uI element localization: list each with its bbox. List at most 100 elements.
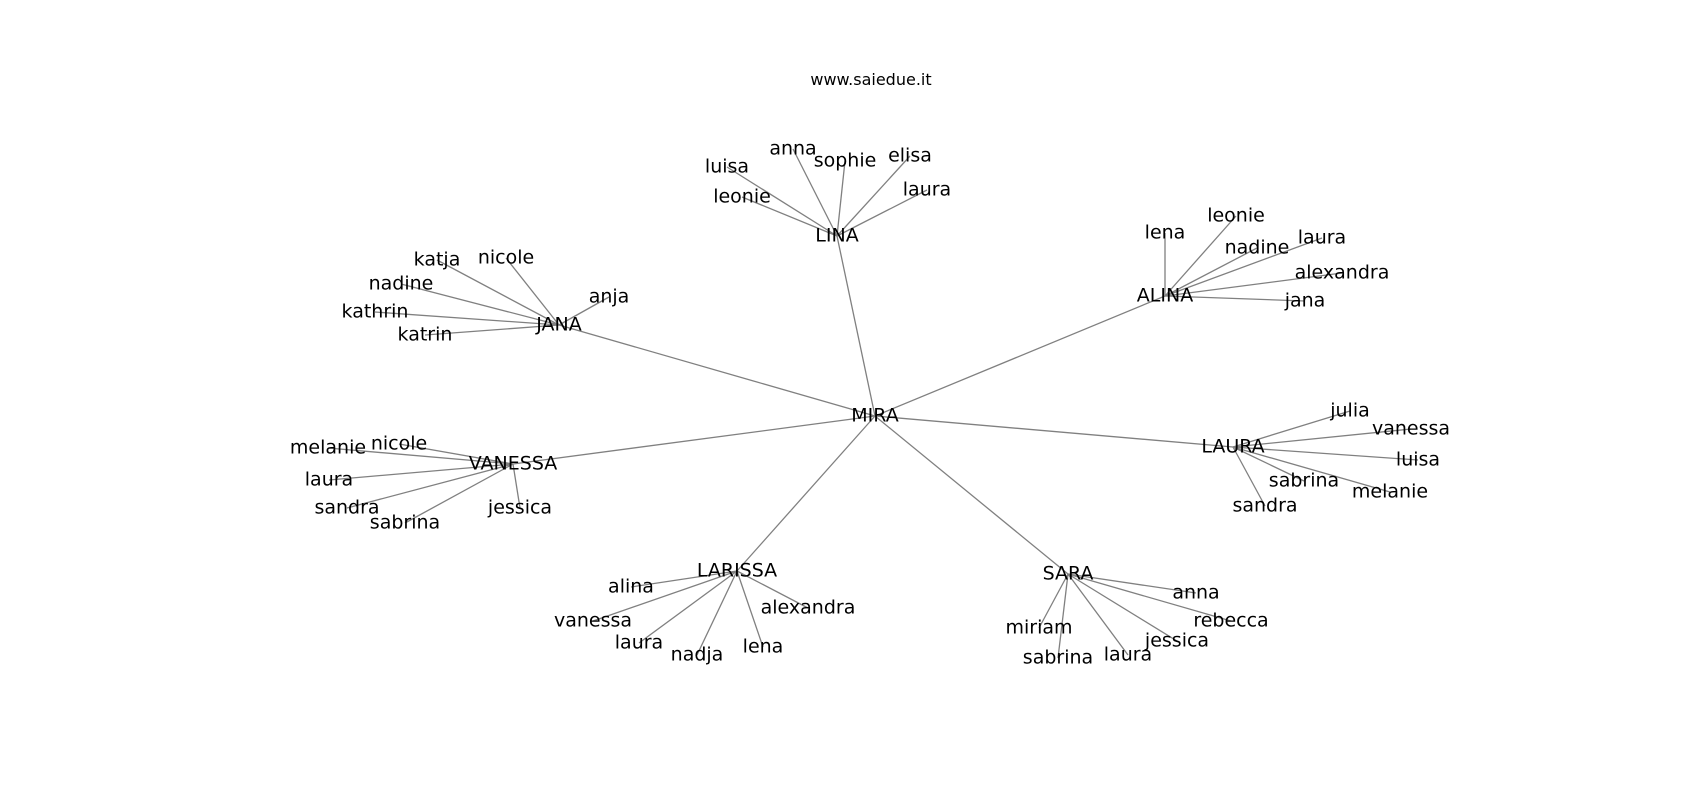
leaf-node-vanessa-sandra: sandra bbox=[314, 497, 379, 519]
edge-laura-luisa bbox=[1232, 446, 1419, 461]
leaf-node-laura-luisa: luisa bbox=[1396, 449, 1440, 471]
leaf-node-sara-jessica: jessica bbox=[1144, 630, 1209, 652]
edge-sara-miriam bbox=[1038, 573, 1069, 629]
leaf-node-vanessa-jessica: jessica bbox=[487, 497, 552, 519]
edge-alina-leonie bbox=[1164, 215, 1237, 297]
leaf-node-lina-leonie: leonie bbox=[713, 186, 771, 208]
leaf-node-lina-sophie: sophie bbox=[814, 150, 877, 172]
edge-sara-jessica bbox=[1067, 573, 1178, 642]
edge-lina-laura bbox=[836, 189, 928, 237]
edge-jana-anja bbox=[558, 296, 610, 326]
edge-laura-vanessa bbox=[1232, 428, 1412, 448]
leaf-node-alina-nadine: nadine bbox=[1225, 237, 1290, 259]
leaf-node-alina-alexandra: alexandra bbox=[1295, 262, 1390, 284]
edge-mira-jana bbox=[558, 324, 876, 417]
edge-jana-nicole bbox=[505, 257, 560, 326]
leaf-node-jana-katrin: katrin bbox=[398, 324, 453, 346]
leaf-node-laura-sandra: sandra bbox=[1232, 495, 1297, 517]
edge-larissa-lena bbox=[736, 570, 764, 648]
center-node-mira: MIRA bbox=[851, 405, 898, 427]
leaf-node-alina-laura: laura bbox=[1298, 227, 1346, 249]
edge-alina-laura bbox=[1164, 237, 1323, 297]
leaf-node-alina-lena: lena bbox=[1145, 222, 1186, 244]
edge-mira-laura bbox=[874, 415, 1234, 448]
leaf-node-laura-melanie: melanie bbox=[1352, 481, 1428, 503]
edge-jana-nadine bbox=[400, 283, 560, 326]
leaf-node-vanessa-melanie: melanie bbox=[290, 437, 366, 459]
leaf-node-larissa-lena: lena bbox=[743, 636, 784, 658]
edge-mira-sara bbox=[874, 415, 1069, 575]
leaf-node-lina-elisa: elisa bbox=[888, 145, 932, 167]
edge-larissa-alina bbox=[630, 570, 738, 588]
edge-sara-laura bbox=[1067, 573, 1129, 656]
hub-node-laura: LAURA bbox=[1201, 436, 1264, 458]
edge-mira-larissa bbox=[736, 415, 876, 572]
hub-node-larissa: LARISSA bbox=[697, 560, 777, 582]
edge-larissa-alexandra bbox=[736, 570, 809, 609]
edge-larissa-vanessa bbox=[592, 570, 738, 622]
leaf-node-lina-laura: laura bbox=[903, 179, 951, 201]
edge-lina-leonie bbox=[741, 196, 838, 237]
leaf-node-jana-nadine: nadine bbox=[369, 273, 434, 295]
leaf-node-larissa-laura: laura bbox=[615, 632, 663, 654]
leaf-node-laura-vanessa: vanessa bbox=[1372, 418, 1450, 440]
edge-mira-alina bbox=[874, 295, 1166, 417]
edge-lina-elisa bbox=[836, 155, 911, 237]
edge-alina-nadine bbox=[1164, 247, 1258, 297]
leaf-node-sara-anna: anna bbox=[1172, 582, 1219, 604]
leaf-node-sara-rebecca: rebecca bbox=[1193, 610, 1268, 632]
hub-node-lina: LINA bbox=[815, 225, 858, 247]
edge-larissa-laura bbox=[638, 570, 738, 644]
edge-vanessa-sabrina bbox=[404, 463, 514, 524]
leaf-node-vanessa-nicole: nicole bbox=[371, 433, 427, 455]
leaf-node-vanessa-sabrina: sabrina bbox=[370, 512, 440, 534]
edge-laura-julia bbox=[1232, 410, 1351, 448]
edge-sara-anna bbox=[1067, 573, 1197, 594]
edge-vanessa-jessica bbox=[512, 463, 521, 509]
leaf-node-jana-nicole: nicole bbox=[478, 247, 534, 269]
edge-laura-melanie bbox=[1232, 446, 1391, 493]
hub-node-jana: JANA bbox=[535, 314, 581, 336]
leaf-node-larissa-nadja: nadja bbox=[671, 644, 724, 666]
leaf-node-larissa-alexandra: alexandra bbox=[761, 597, 856, 619]
edge-vanessa-melanie bbox=[327, 447, 514, 465]
edge-vanessa-sandra bbox=[346, 463, 514, 509]
chart-title: www.saiedue.it bbox=[810, 70, 932, 89]
edge-lina-luisa bbox=[726, 166, 838, 237]
leaf-node-vanessa-laura: laura bbox=[305, 469, 353, 491]
edge-mira-lina bbox=[836, 235, 876, 417]
edge-vanessa-nicole bbox=[398, 443, 514, 465]
leaf-node-larissa-vanessa: vanessa bbox=[554, 610, 632, 632]
leaf-node-jana-anja: anja bbox=[589, 286, 630, 308]
edge-mira-vanessa bbox=[512, 415, 876, 465]
leaf-node-alina-jana: jana bbox=[1284, 290, 1326, 312]
leaf-node-jana-katja: katja bbox=[414, 249, 461, 271]
edge-lina-sophie bbox=[836, 160, 846, 237]
leaf-node-lina-anna: anna bbox=[769, 138, 816, 160]
leaf-node-jana-kathrin: kathrin bbox=[342, 301, 409, 323]
edge-lina-anna bbox=[792, 148, 838, 237]
leaf-node-laura-julia: julia bbox=[1329, 400, 1370, 422]
hub-node-vanessa: VANESSA bbox=[469, 453, 557, 475]
leaf-node-lina-luisa: luisa bbox=[705, 156, 749, 178]
edge-vanessa-laura bbox=[328, 463, 514, 481]
leaf-node-larissa-alina: alina bbox=[608, 576, 654, 598]
edge-jana-katrin bbox=[424, 324, 560, 336]
edge-jana-katja bbox=[436, 259, 560, 326]
edge-alina-alexandra bbox=[1164, 272, 1343, 297]
edge-larissa-nadja bbox=[696, 570, 738, 656]
edges-layer bbox=[327, 148, 1419, 659]
leaf-node-sara-sabrina: sabrina bbox=[1023, 647, 1093, 669]
leaf-node-laura-sabrina: sabrina bbox=[1269, 470, 1339, 492]
leaf-node-alina-leonie: leonie bbox=[1207, 205, 1265, 227]
edge-laura-sabrina bbox=[1232, 446, 1305, 482]
leaf-node-sara-miriam: miriam bbox=[1005, 617, 1072, 639]
edge-jana-kathrin bbox=[374, 311, 560, 326]
edge-sara-sabrina bbox=[1057, 573, 1069, 659]
edge-alina-jana bbox=[1164, 295, 1306, 302]
edge-sara-rebecca bbox=[1067, 573, 1232, 622]
hub-node-alina: ALINA bbox=[1137, 285, 1193, 307]
hub-node-sara: SARA bbox=[1043, 563, 1094, 585]
